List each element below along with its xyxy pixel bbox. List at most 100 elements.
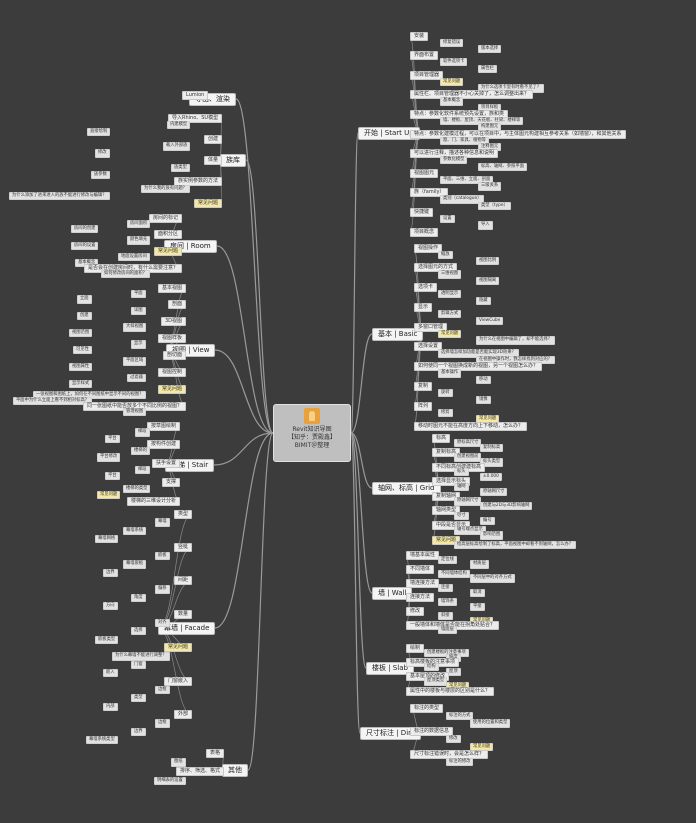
misc-item[interactable]: 明细表的设置 [154,777,186,786]
branch-start[interactable]: 开始 | Start Up [358,126,420,140]
facade-item[interactable]: 门窗 [131,660,146,669]
slab-item[interactable]: 屋顶 [446,667,461,677]
facade-item[interactable]: 幕墙系统类型 [86,736,118,745]
wall-item[interactable]: 修改 [406,606,425,616]
basic-item[interactable]: 透明显示 [438,290,462,299]
basic-item[interactable]: 视图比例 [476,257,500,266]
grid-item[interactable]: 选择显示标头 [432,477,471,487]
facade-item[interactable]: 选择 [131,627,146,636]
grid-item[interactable]: 中段是否显示 [432,521,471,531]
slab-item[interactable]: 屋顶类型 [424,677,448,686]
dim-item[interactable]: 标注的数据信息 [410,726,454,736]
facade-item[interactable]: 为什么幕墙不能进行调整？ [112,652,170,661]
stair-item[interactable]: 平台修改 [97,453,121,462]
basic-item[interactable]: 视图操作 [414,243,443,253]
family-item[interactable]: 直接绘制 [87,128,111,137]
branch-slab[interactable]: 楼板 | Slab [366,661,414,675]
start-item[interactable]: 界面布置 [410,51,439,61]
family-item[interactable]: 常见问题 [194,198,223,208]
start-item[interactable]: 项目概念 [410,227,439,237]
stair-item[interactable]: 梯段 [135,465,150,475]
start-item[interactable]: 安装 [410,31,429,41]
branch-family[interactable]: 族库 [220,153,246,167]
basic-item[interactable]: 剪辑方式 [438,309,462,319]
view-item[interactable]: 视图样板 [158,334,187,344]
family-item[interactable]: 为什么添加了进来进入的族不能进行修改与编辑？ [9,191,110,201]
view-item[interactable]: 常见问题 [158,384,187,394]
start-item[interactable]: 属性栏、项目管理器不小心关掉了，怎么调整出来？ [410,90,534,100]
basic-item[interactable]: 为什么在视图中编辑了，却不能选择？ [476,336,556,345]
grid-item[interactable]: 标头 [454,468,469,477]
basic-item[interactable]: 如何使同一个视图换成新的视图，另一个视图怎么办？ [414,362,543,372]
facade-item[interactable]: 边界 [131,727,146,736]
start-item[interactable]: 类型（type） [478,201,511,211]
view-item[interactable]: 立面 [77,295,92,304]
view-item[interactable]: 创建 [77,312,92,321]
view-item[interactable]: 平面 [131,289,146,298]
grid-item[interactable]: 编号 [480,516,495,525]
lumion-item[interactable]: Lumion [182,90,209,100]
view-item[interactable]: 可见性 [73,346,92,355]
family-item[interactable]: 族实例参数的方法 [174,177,223,187]
start-item[interactable]: 项目管理器 [410,70,444,80]
misc-item[interactable]: 图纸 [171,758,186,767]
stair-item[interactable]: 楼梯的三维设计分析 [127,496,181,506]
stair-item[interactable]: 平台 [105,434,120,443]
facade-item[interactable]: 幕墙系统 [123,526,147,536]
family-item[interactable]: 创建 [204,134,223,144]
basic-item[interactable]: 移动时图元不能在高度方向上下移动，怎么办？ [414,421,528,431]
family-item[interactable]: 族参数 [91,170,110,179]
facade-item[interactable]: 类型 [174,509,193,519]
start-item[interactable]: 快捷键 [410,207,434,217]
facade-item[interactable]: 竖梃 [174,542,193,552]
slab-item[interactable]: 属性中的楼板与楼层的区别是什么？ [406,686,495,696]
view-item[interactable]: 管理视图 [123,408,147,417]
stair-item[interactable]: 按草图绘制 [147,421,181,431]
facade-item[interactable]: 数量 [174,609,193,619]
stair-item[interactable]: 楼梯的类型 [123,484,151,493]
root-node[interactable]: Revit知识导图 【知乎：贾殿鑫】 BIMIT＠整理 [273,404,351,462]
grid-item[interactable]: 原轴网尺寸 [480,487,508,496]
basic-item[interactable]: 三维视图 [438,270,462,279]
start-item[interactable]: 修复错误 [440,38,464,47]
dim-item[interactable]: 修改 [446,734,461,744]
grid-item[interactable]: 常见问题 [432,535,461,545]
view-item[interactable]: 视图控制 [158,368,187,378]
facade-item[interactable]: 边界 [103,568,118,577]
facade-item[interactable]: 门窗嵌入 [164,676,193,686]
wall-item[interactable]: 定位线 [438,555,457,564]
start-item[interactable]: 参数化模型 [440,156,468,165]
branch-misc[interactable]: 其他 [222,763,248,777]
grid-item[interactable]: 标头类型 [480,458,504,467]
stair-item[interactable]: 楼梯的 [131,447,150,456]
dim-item[interactable]: 标注的方式 [446,711,474,720]
family-item[interactable]: 修改 [95,149,110,158]
facade-item[interactable]: 方向 [103,602,118,611]
wall-item[interactable]: 不同墙体 [406,564,435,574]
view-item[interactable]: 平面中为什么立面上看不到相对标高？ [13,396,93,406]
room-item[interactable]: 如何修改房间的面积？ [101,270,150,279]
start-item[interactable]: 类别（catalogue） [440,195,485,204]
room-item[interactable]: 房间的标记 [149,213,183,223]
view-item[interactable]: 大样视图 [123,323,147,332]
room-item[interactable]: 颜色填充 [127,236,151,245]
stair-item[interactable]: 按构件创建 [147,440,181,450]
start-item[interactable]: 软件选项卡 [440,58,468,67]
start-item[interactable]: 特点：参数化建模过程，可以在项目中，与主体图元构建相互参考关系（如墙窗），和其他… [410,129,626,139]
facade-item[interactable]: 对齐 [155,618,170,628]
facade-item[interactable]: 角度 [131,593,146,602]
view-item[interactable]: 视图范围 [69,329,93,338]
room-item[interactable]: 面积分区 [154,230,183,240]
wall-item[interactable]: 连接 [438,583,453,593]
facade-item[interactable]: 嵌入 [103,669,118,678]
view-item[interactable]: 显示 [131,340,146,349]
grid-item[interactable]: 影响范围 [480,531,504,540]
basic-item[interactable]: 多窗口管理 [414,322,448,332]
basic-item[interactable]: 选择设置 [414,342,443,352]
misc-item[interactable]: 排序、筛选、格式 [176,767,225,777]
grid-item[interactable]: 复制标高 [480,443,504,453]
grid-item[interactable]: 复制轴网 [432,491,461,501]
basic-item[interactable]: 阵列 [414,401,433,411]
facade-item[interactable]: 间距 [174,576,193,586]
grid-item[interactable]: 轴网 [454,482,469,491]
